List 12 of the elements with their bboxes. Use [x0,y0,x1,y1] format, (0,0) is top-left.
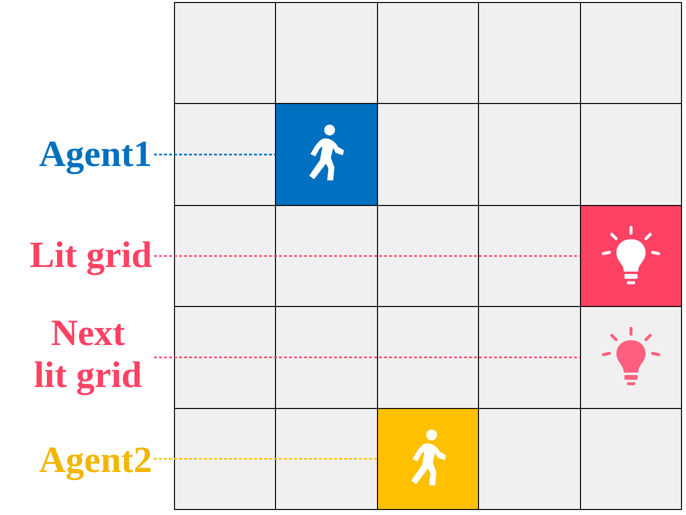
next-lit-cell [580,306,682,409]
label-text: Lit grid [30,235,152,277]
agent-cell [275,103,378,206]
lit-cell [580,204,682,308]
leader-line [154,356,580,358]
leader-line [154,154,276,156]
leader-line [154,458,377,460]
label-text: Agent1 [38,134,152,176]
label-text: Agent2 [38,440,152,482]
label-text: Next lit grid [24,313,152,397]
leader-line [154,255,580,257]
agent-cell [376,408,480,510]
